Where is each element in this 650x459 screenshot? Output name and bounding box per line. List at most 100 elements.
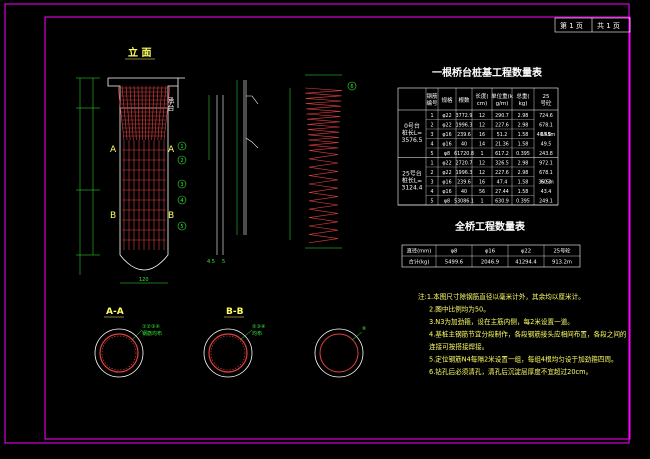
spiral-segment bbox=[308, 139, 339, 143]
spiral-segment bbox=[308, 154, 339, 160]
svg-text:5: 5 bbox=[180, 224, 183, 230]
table1-cell: 2.98 bbox=[518, 160, 529, 166]
table1-cell: 227.6 bbox=[495, 170, 509, 176]
spiral-segment bbox=[306, 113, 341, 117]
page-label: 第 1 页 bbox=[560, 21, 583, 30]
table1-cell: 51.2 bbox=[497, 132, 508, 138]
spiral-segment bbox=[308, 183, 339, 189]
table1-cell: 326.5 bbox=[495, 160, 509, 166]
table1-cell: 65.6 bbox=[541, 132, 552, 138]
spiral-segment bbox=[307, 121, 340, 125]
spiral-segment bbox=[308, 137, 339, 141]
table1-cell: 12 bbox=[479, 160, 485, 166]
svg-text:1: 1 bbox=[180, 144, 183, 150]
table1-cell: 60.3 bbox=[541, 179, 552, 185]
spiral-segment bbox=[306, 116, 341, 120]
section-c-label: ⑥ bbox=[362, 326, 367, 332]
table1-group-name: 桩长L= bbox=[402, 129, 422, 137]
table2-cell: 直径(mm) bbox=[407, 247, 432, 255]
table1-cell: φ22 bbox=[442, 170, 451, 176]
table1-header: cm) bbox=[477, 101, 488, 107]
note-line: 注:1.本图尺寸除钢筋直径以毫米计外，其余均以厘米计。 bbox=[418, 292, 585, 301]
spiral-segment bbox=[306, 108, 341, 112]
rebar-line bbox=[121, 85, 128, 141]
table1-cell: 16 bbox=[479, 179, 485, 185]
spiral-segment bbox=[308, 192, 339, 197]
inner-border bbox=[44, 16, 631, 440]
spiral-segment bbox=[308, 134, 339, 138]
rebar-line bbox=[117, 85, 125, 141]
elevation-callouts bbox=[177, 141, 187, 231]
table1-cell: 249.1 bbox=[539, 198, 553, 204]
table1-cell: 1996.3 bbox=[456, 122, 473, 128]
spiral-segment bbox=[308, 166, 339, 172]
spiral-segment bbox=[308, 187, 339, 193]
spiral-segment bbox=[308, 238, 339, 244]
table1-cell: 16 bbox=[479, 132, 485, 138]
table1-cell: 239.6 bbox=[457, 132, 471, 138]
spiral-segment bbox=[308, 229, 339, 235]
table1-title: 一根桥台桩基工程数量表 bbox=[432, 66, 543, 79]
table1-cell: 53086.1 bbox=[454, 198, 474, 204]
table1-cell: 227.6 bbox=[495, 122, 509, 128]
table1-header: 25 bbox=[543, 94, 550, 100]
rebar-line bbox=[133, 85, 137, 141]
spiral-segment bbox=[304, 87, 343, 91]
spiral-segment bbox=[308, 196, 339, 202]
section-aa-label-1: ①②③④ bbox=[142, 324, 160, 330]
small-dim-1: 4.5 bbox=[207, 259, 215, 265]
note-line: 2.图中比例均为50。 bbox=[429, 305, 490, 314]
note-line: 3.N3为加劲箍，设在主筋内侧，每2米设置一道。 bbox=[429, 317, 574, 326]
section-c-leader bbox=[351, 331, 363, 341]
spiral-segment bbox=[307, 124, 340, 128]
spiral-callout bbox=[347, 81, 357, 91]
table1-concrete: 35.5m bbox=[538, 179, 554, 185]
table1-header: 号砼 bbox=[540, 99, 552, 107]
rebar-line bbox=[157, 85, 163, 141]
table1-group-name: 3576.5 bbox=[402, 137, 423, 144]
bar-detail-b bbox=[243, 80, 259, 235]
spiral-callout-number: 6 bbox=[350, 84, 353, 90]
spiral-segment bbox=[307, 118, 340, 123]
table2-cell: 合计(kg) bbox=[409, 258, 430, 266]
table1-cell: 239.6 bbox=[457, 179, 471, 185]
rebar-cage-flare bbox=[117, 85, 171, 141]
table1-cell: 12 bbox=[479, 113, 485, 119]
mark-b-right: B bbox=[168, 211, 174, 221]
table1-cell: 2 bbox=[430, 170, 433, 176]
table1-cell: 43.4 bbox=[541, 189, 552, 195]
page-box bbox=[554, 17, 631, 33]
svg-text:2: 2 bbox=[180, 158, 183, 164]
table1-cell: 3 bbox=[430, 132, 433, 138]
rebar-line bbox=[137, 85, 140, 141]
table1-cell: 2.98 bbox=[518, 113, 529, 119]
note-line: 4.基桩主钢筋节宜分段制作，各段钢筋接头应相间布置，各段之间的 bbox=[429, 330, 627, 339]
rebar-line bbox=[154, 85, 159, 141]
table1-cell: 49.5 bbox=[541, 141, 552, 147]
table1-cell: 56 bbox=[479, 189, 485, 195]
table1-cell: 1.58 bbox=[518, 141, 529, 147]
bar-detail-dims bbox=[208, 80, 238, 235]
table1-group-name: 3124.4 bbox=[402, 184, 423, 191]
spiral-segment bbox=[307, 129, 340, 133]
section-bb-leader bbox=[239, 329, 253, 341]
table1-header: 单位重(k bbox=[491, 92, 514, 100]
table1-cell: φ22 bbox=[442, 113, 451, 119]
table2-cell: 25号砼 bbox=[554, 247, 572, 255]
rebar-line bbox=[148, 85, 151, 141]
spiral-segment bbox=[308, 150, 339, 155]
mark-a-left: A bbox=[110, 145, 117, 155]
table1-cell: 0.395 bbox=[516, 198, 530, 204]
section-aa-leader bbox=[131, 329, 143, 341]
table1-cell: φ16 bbox=[442, 189, 451, 195]
section-aa bbox=[94, 328, 144, 378]
table1-header: kg) bbox=[519, 101, 528, 107]
cap-label: 承台 bbox=[167, 96, 175, 112]
spiral-segment bbox=[308, 221, 339, 227]
table1-cell: 243.8 bbox=[539, 151, 553, 157]
table1-cell: 1 bbox=[430, 113, 433, 119]
table2-cell: φ8 bbox=[451, 249, 458, 255]
